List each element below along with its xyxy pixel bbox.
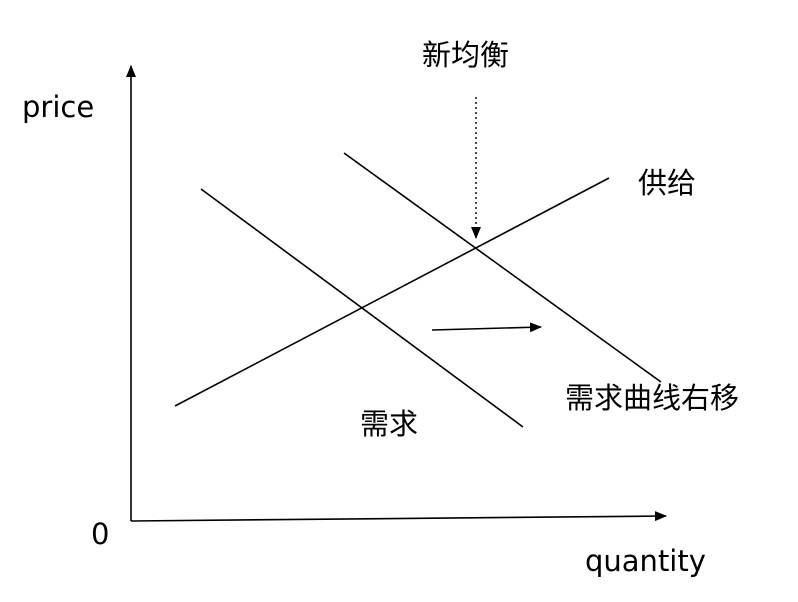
shifted-demand-curve [343, 152, 662, 383]
demand-curve [200, 188, 524, 428]
x-axis [130, 511, 667, 522]
demand-shift-label: 需求曲线右移 [565, 381, 739, 415]
supply-label: 供给 [638, 166, 696, 200]
x-axis-label: quantity [585, 544, 706, 578]
y-axis-label: price [22, 90, 94, 124]
supply-curve [174, 177, 610, 407]
origin-label: 0 [91, 517, 109, 551]
demand-shift-arrow [431, 322, 542, 333]
demand-label: 需求 [360, 407, 418, 441]
new-equilibrium-label: 新均衡 [422, 38, 509, 72]
